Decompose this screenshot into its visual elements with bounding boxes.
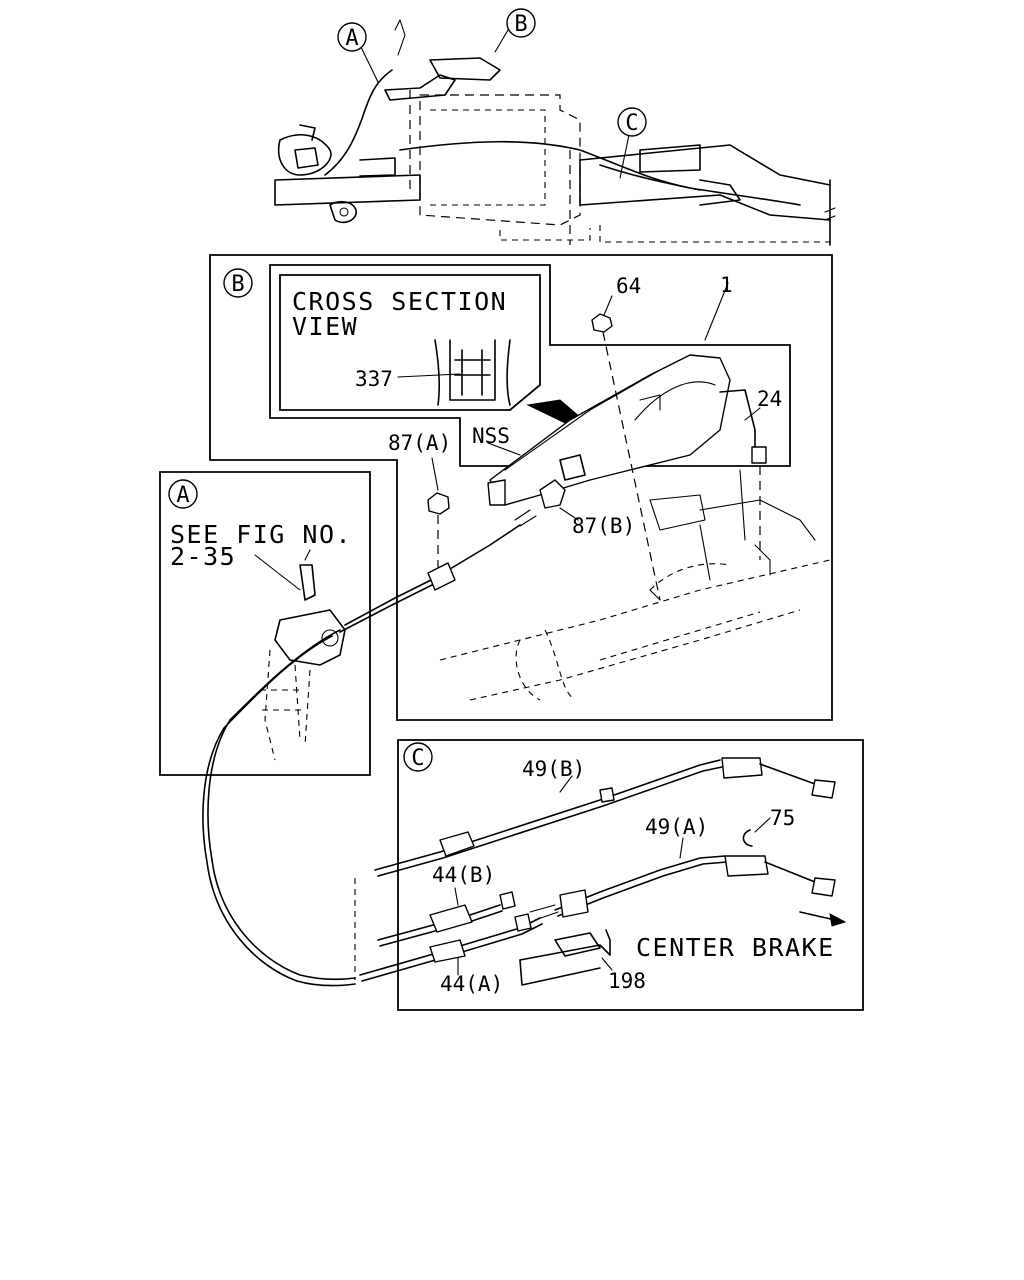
panel-a: A SEE FIG NO. 2-35 [159,471,371,776]
part-1-label: 1 [720,273,733,297]
svg-text:A: A [345,26,358,51]
svg-text:C: C [411,746,424,771]
part-49b-label: 49(B) [522,757,585,781]
part-75-label: 75 [770,806,795,830]
part-198-bracket [519,929,613,986]
center-brake-label: CENTER BRAKE [636,933,835,962]
console-assembly [487,354,767,506]
part-87a-nut [427,457,450,570]
svg-text:C: C [625,111,638,136]
part-64-label: 64 [616,274,641,298]
cross-section-title-1: CROSS SECTION [292,287,507,316]
part-87b-fitting [539,479,579,521]
cable-44b [377,887,516,947]
cross-section-title-2: VIEW [292,312,358,341]
callout-a-top: A [337,22,367,52]
part-87a-label: 87(A) [388,431,451,455]
cable-49b [374,757,836,877]
part-nss-label: NSS [472,424,510,448]
part-49a-label: 49(A) [645,815,708,839]
main-brake-cable [202,509,537,987]
see-fig-line-2: 2-35 [170,542,236,571]
part-337-label: 337 [355,367,393,391]
svg-text:B: B [231,272,244,297]
panel-c: C 49(B) 49(A) 75 [354,739,864,1011]
cable-44a [359,913,543,982]
part-198-label: 198 [608,969,646,993]
cable-49a [554,837,836,918]
chassis-overview [274,19,836,246]
callout-c-top: C [617,107,647,137]
part-44a-label: 44(A) [440,972,503,996]
panel-b: B CROSS SECTION VIEW 337 [209,254,833,721]
part-75-clip [742,817,771,847]
part-87b-label: 87(B) [572,514,635,538]
callout-b-top: B [506,8,536,38]
svg-text:A: A [176,483,189,508]
part-64-nut [591,295,661,601]
part-24-label: 24 [757,387,782,411]
see-fig-line-1: SEE FIG NO. [170,520,352,549]
part-44b-label: 44(B) [432,863,495,887]
svg-text:B: B [514,12,527,37]
